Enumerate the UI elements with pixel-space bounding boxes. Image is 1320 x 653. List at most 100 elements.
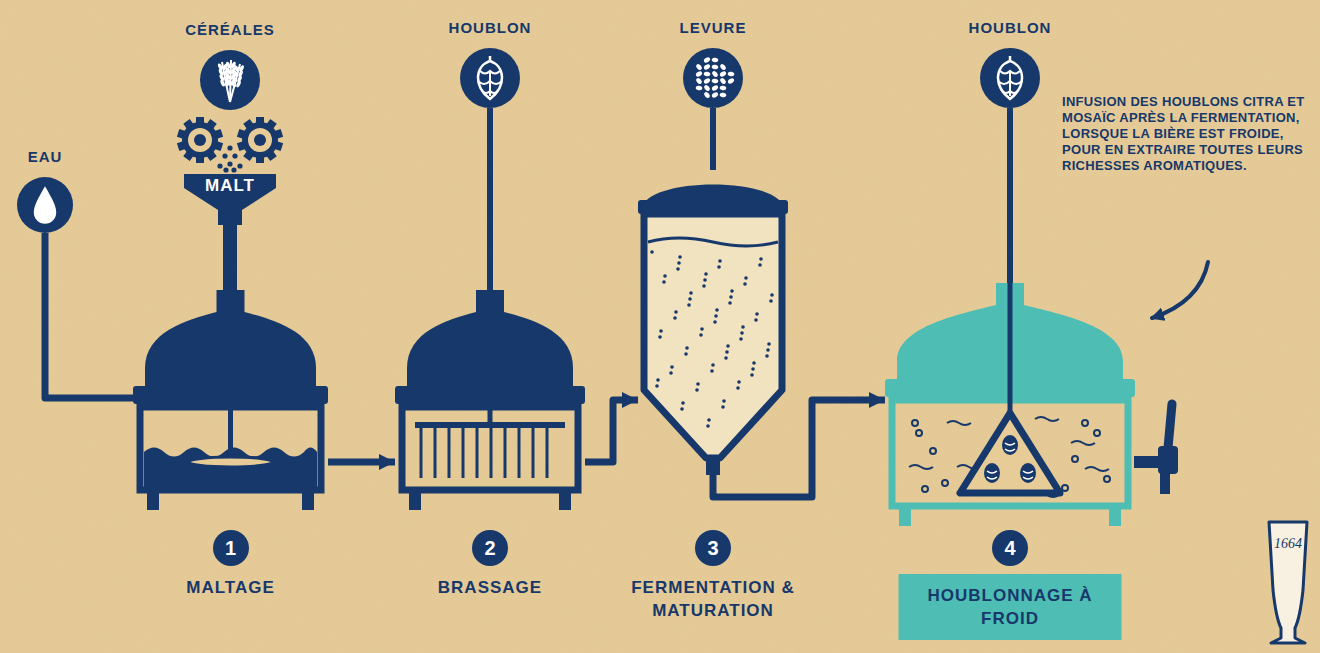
step-number: 4	[992, 530, 1028, 566]
drawing-part	[1082, 420, 1088, 426]
drawing-part	[648, 238, 778, 246]
drawing-part	[726, 344, 730, 348]
step-number: 1	[213, 530, 249, 566]
drawing-part	[909, 465, 933, 469]
drawing-part	[17, 177, 73, 233]
drawing-part	[237, 163, 242, 168]
annotation-note: INFUSION DES HOUBLONS CITRA ET MOSAÏC AP…	[1062, 94, 1314, 174]
brewing-tank: 2BRASSAGE	[395, 290, 585, 510]
drawing-part	[1002, 435, 1018, 455]
drawing-part	[711, 64, 718, 69]
drawing-part	[719, 70, 727, 77]
ingredient-label: HOUBLON	[449, 19, 532, 36]
drawing-part	[998, 71, 1022, 96]
hopper-label: MALT	[205, 176, 255, 196]
drawing-part	[225, 72, 231, 80]
fermentation-tank: 3FERMENTATION & MATURATION	[638, 170, 788, 475]
drawing-part	[434, 428, 437, 478]
drawing-part	[717, 265, 721, 269]
drawing-part	[695, 388, 699, 392]
pipe-connector	[328, 459, 395, 466]
pipe-connector	[1007, 108, 1013, 283]
dry-hop-tank-shape	[885, 283, 1135, 526]
drawing-part	[235, 80, 241, 88]
drawing-part	[728, 301, 732, 305]
drawing-part	[727, 71, 734, 76]
drawing-part	[703, 71, 710, 76]
drawing-part	[740, 331, 744, 335]
drawing-part	[984, 463, 1000, 483]
drawing-part	[912, 420, 918, 426]
drawing-part	[765, 354, 769, 358]
drawing-part	[922, 486, 928, 492]
drawing-part	[1020, 463, 1036, 483]
drawing-part	[684, 352, 688, 356]
drawing-part	[739, 337, 743, 341]
beer-tap	[1134, 404, 1178, 494]
drawing-part	[559, 488, 571, 510]
drawing-part	[225, 61, 231, 69]
ingredient-label: LEVURE	[680, 19, 747, 36]
drawing-part	[504, 428, 507, 478]
pipe-connector	[710, 108, 716, 170]
drawing-part	[674, 310, 678, 314]
drawing-part	[759, 257, 763, 261]
ingredient-label: HOUBLON	[969, 19, 1052, 36]
drawing-part	[1008, 283, 1013, 413]
drawing-part	[1085, 467, 1109, 471]
malting-tank: 1MALTAGE	[133, 290, 328, 510]
drawing-part	[217, 290, 245, 314]
fermentation-tank-shape	[638, 170, 788, 475]
drawing-part	[750, 373, 754, 377]
water-icon-shape	[17, 177, 73, 233]
drawing-part	[476, 290, 504, 314]
drawing-part	[689, 291, 693, 295]
pipe-connector	[585, 400, 638, 462]
drawing-part	[703, 63, 711, 70]
drawing-part	[942, 480, 948, 486]
drawing-part	[727, 77, 735, 84]
drawing-part	[532, 428, 535, 478]
drawing-part	[1071, 441, 1095, 445]
drawing-part	[133, 386, 328, 404]
step-name: HOUBLONNAGE À FROID	[899, 574, 1122, 640]
drawing-part	[678, 255, 682, 259]
drawing-part	[770, 293, 774, 297]
brewing-tank-shape	[395, 290, 585, 510]
drawing-part	[711, 70, 719, 78]
step-number: 3	[695, 530, 731, 566]
drawing-part	[719, 85, 726, 90]
drawing-part	[706, 456, 720, 475]
drawing-part	[231, 167, 236, 172]
drawing-part	[194, 134, 206, 146]
drawing-part	[700, 327, 704, 331]
drawing-part	[695, 85, 702, 90]
drawing-part	[899, 504, 911, 526]
drawing-part	[656, 378, 660, 382]
drawing-part	[704, 272, 708, 276]
drawing-part	[230, 80, 236, 88]
tap-pipe	[1134, 456, 1162, 468]
malt-hopper-shape	[182, 118, 278, 225]
drawing-part	[736, 386, 740, 390]
drawing-part	[947, 421, 971, 425]
drawing-part	[518, 428, 521, 478]
drawing-part	[147, 488, 159, 510]
step-name: FERMENTATION & MATURATION	[623, 576, 803, 622]
drawing-part	[662, 280, 666, 284]
drawing-part	[703, 91, 711, 99]
drawing-part	[222, 153, 227, 158]
leader-arrow	[1152, 262, 1208, 318]
drawing-part	[676, 267, 680, 271]
drawing-part	[751, 367, 755, 371]
hop-icon-shape	[460, 48, 520, 108]
drawing-part	[478, 56, 502, 99]
drawing-part	[695, 70, 703, 77]
drawing-part	[685, 346, 689, 350]
drawing-part	[683, 48, 743, 108]
drawing-part	[254, 134, 266, 146]
ingredient-label: CÉRÉALES	[185, 21, 275, 38]
drawing-part	[998, 56, 1022, 99]
drawing-part	[687, 303, 691, 307]
